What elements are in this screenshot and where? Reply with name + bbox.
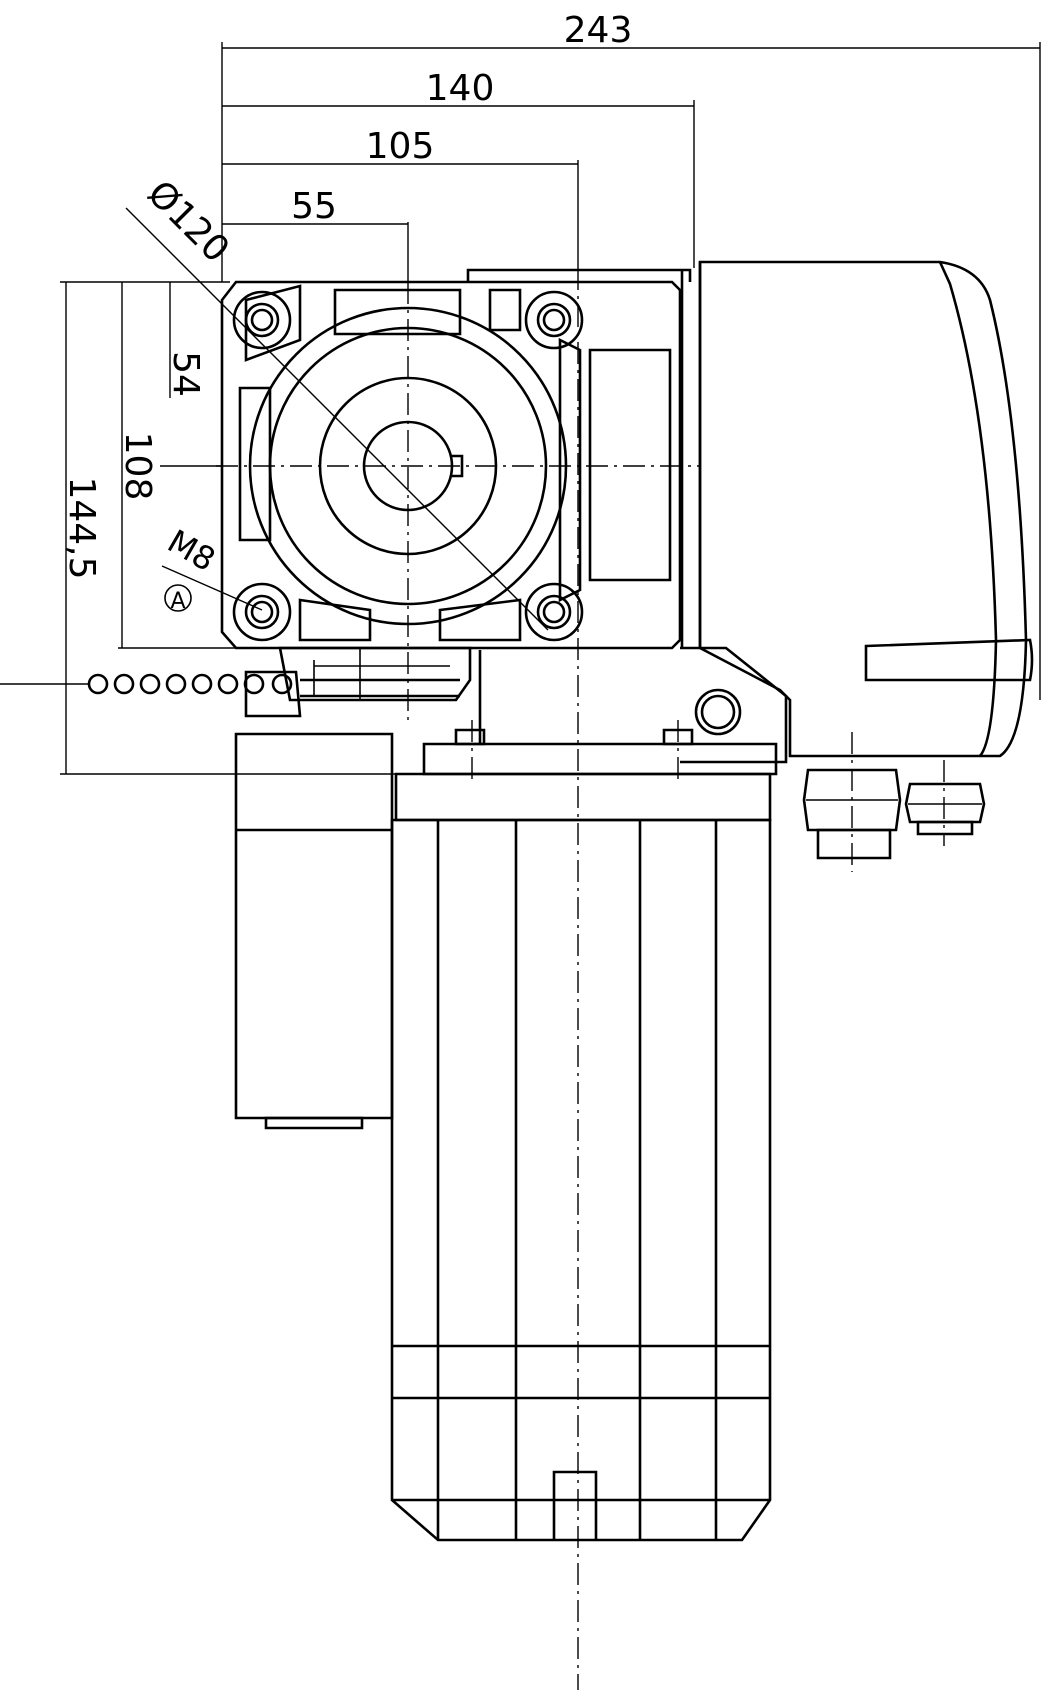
control-box xyxy=(680,260,1034,872)
dim-55-label: 55 xyxy=(291,186,337,227)
bolt-circle-leader xyxy=(125,207,549,631)
detail-mark-label: A xyxy=(170,589,185,614)
dim-54-label: 54 xyxy=(165,351,206,397)
dim-140-label: 140 xyxy=(426,68,495,109)
m8-leader xyxy=(161,565,263,611)
dim-108-label: 108 xyxy=(117,432,158,501)
bolt-hole-top-right xyxy=(524,290,584,350)
capacitor xyxy=(234,732,394,1120)
motor-cylinder xyxy=(390,818,772,1542)
detail-mark-circle xyxy=(164,584,192,612)
top-dimensions: 243 140 105 55 xyxy=(221,10,1041,700)
left-dimensions: 54 108 144,5 Ø120 M8 A xyxy=(60,173,549,775)
motor-body xyxy=(234,268,778,1690)
bolt-hole-bottom-right xyxy=(524,582,584,642)
mount-screw-circle xyxy=(694,688,742,736)
bolt-hole-top-left xyxy=(232,290,292,350)
gearbox-flange xyxy=(216,268,700,650)
dim-144-5-label: 144,5 xyxy=(61,476,102,579)
chain-release xyxy=(0,646,472,718)
dim-243-label: 243 xyxy=(564,10,633,51)
control-box-handle xyxy=(864,638,1034,682)
cable-gland-right xyxy=(904,782,986,836)
bolt-hole-bottom-left xyxy=(232,582,292,642)
dim-105-label: 105 xyxy=(366,126,435,167)
